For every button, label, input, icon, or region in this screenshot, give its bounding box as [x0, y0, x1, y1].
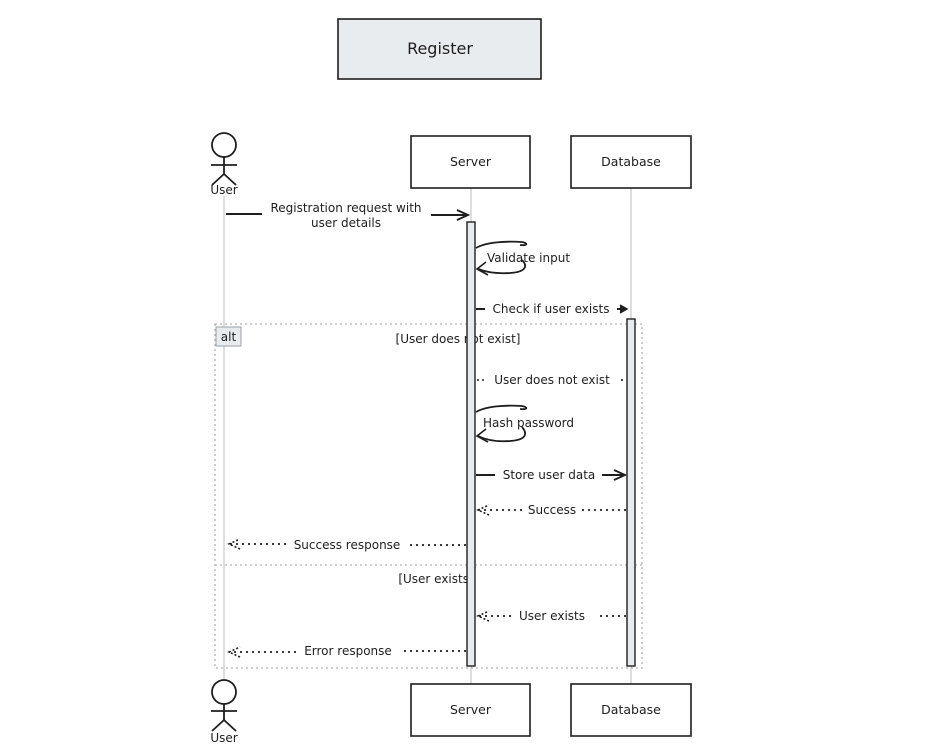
database-box-top: Database [570, 135, 692, 189]
message-error-response: Error response [227, 644, 466, 658]
msg-validate-input: Validate input [487, 251, 570, 265]
guard-user-does-not-exist: [User does not exist] [396, 332, 521, 346]
server-box-bottom: Server [410, 683, 531, 737]
msg-success-response: Success response [294, 538, 401, 552]
message-user-exists: User exists [476, 609, 626, 623]
user-actor-label-top: User [210, 183, 237, 197]
database-label-bottom: Database [601, 702, 661, 717]
guard-user-exists: [User exists] [398, 572, 473, 586]
user-actor-label-bottom: User [210, 731, 237, 745]
message-check-user: Check if user exists [476, 302, 629, 316]
server-box-top: Server [410, 135, 531, 189]
diagram-title: Register [407, 39, 473, 58]
server-activation-bar [466, 221, 476, 667]
alt-fragment: alt [User does not exist] [User exists] [214, 323, 643, 669]
database-label-top: Database [601, 154, 661, 169]
msg-error-response: Error response [304, 644, 392, 658]
user-actor-top: User [210, 132, 238, 197]
alt-operator-box [215, 326, 242, 347]
message-success-response: Success response [227, 538, 466, 552]
message-hash-password: Hash password [475, 404, 574, 443]
message-registration-request: Registration request with user details [226, 201, 468, 230]
msg-success: Success [528, 503, 576, 517]
message-success: Success [476, 503, 626, 517]
alt-operator-label: alt [221, 330, 237, 344]
msg-check-user: Check if user exists [493, 302, 610, 316]
msg-registration-line1: Registration request with [270, 201, 421, 215]
msg-user-exists: User exists [519, 609, 585, 623]
msg-store-user-data: Store user data [503, 468, 596, 482]
message-validate-input: Validate input [475, 240, 570, 276]
database-box-bottom: Database [570, 683, 692, 737]
title-box: Register [337, 18, 542, 80]
message-store-user-data: Store user data [476, 468, 625, 482]
msg-registration-line2: user details [311, 216, 381, 230]
message-user-does-not-exist: User does not exist [477, 373, 626, 387]
msg-hash-password: Hash password [483, 416, 574, 430]
database-activation-bar [626, 318, 636, 667]
msg-user-does-not-exist: User does not exist [494, 373, 610, 387]
server-label-bottom: Server [450, 702, 492, 717]
server-label-top: Server [450, 154, 492, 169]
user-actor-bottom: User [210, 679, 238, 745]
